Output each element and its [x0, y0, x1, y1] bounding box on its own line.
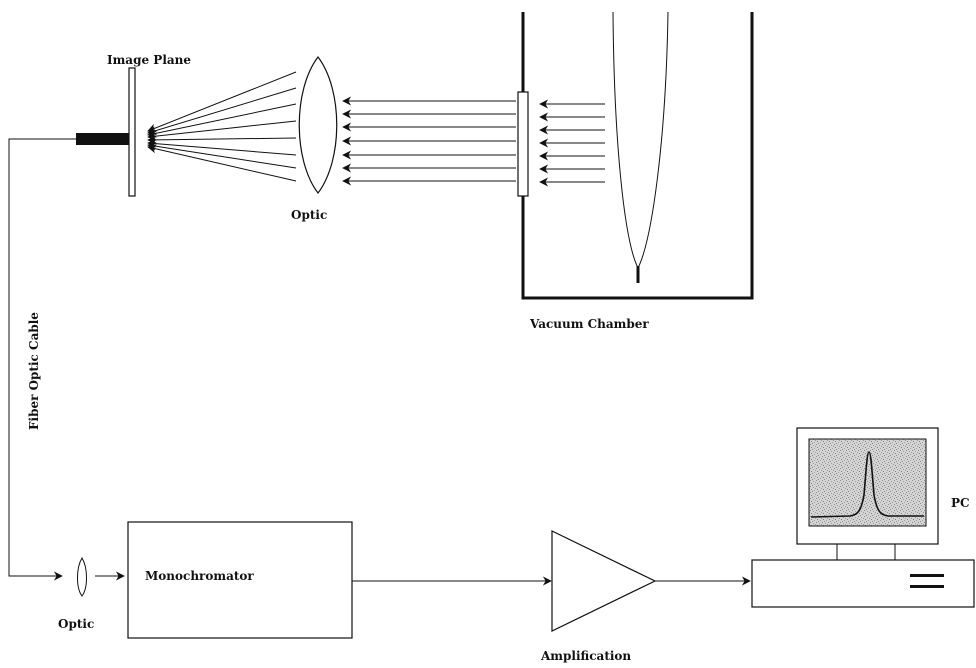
monochromator-box [127, 521, 353, 639]
ray [147, 144, 297, 182]
ray [147, 87, 297, 135]
optic-lens-bottom: Optic [58, 557, 125, 631]
ray [147, 103, 297, 138]
drive-slot-1 [910, 574, 944, 577]
optic-top-label: Optic [291, 208, 327, 222]
amplifier: Amplification [540, 530, 751, 663]
ray [147, 120, 297, 141]
image-plane-label: Image Plane [107, 53, 191, 67]
image-plane-slab [128, 67, 136, 197]
ray [147, 141, 297, 169]
pc-screen [808, 438, 927, 527]
ray [147, 71, 297, 133]
vacuum-chamber-label: Vacuum Chamber [529, 317, 649, 331]
chamber-rays [539, 99, 605, 187]
ray [147, 139, 297, 156]
image-plane: Image Plane [76, 53, 191, 197]
pc-base-unit [751, 559, 975, 608]
emitter-tip [612, 11, 669, 270]
optic-lens-top: Optic [291, 56, 338, 222]
fiber-coupler [76, 133, 129, 145]
ray [147, 135, 297, 145]
lens-shape [298, 56, 338, 194]
chamber-walls [521, 12, 754, 300]
drive-slot-2 [910, 585, 944, 588]
amplifier-triangle [551, 530, 657, 632]
spectrum-peak [810, 451, 924, 518]
converging-rays [147, 71, 297, 182]
pc-label: PC [951, 496, 970, 510]
lens-shape [77, 557, 87, 597]
optic-bottom-label: Optic [58, 617, 94, 631]
amplification-label: Amplification [540, 649, 631, 663]
fiber-optic-cable: Fiber Optic Cable [8, 138, 76, 581]
fiber-optic-cable-label: Fiber Optic Cable [27, 312, 41, 430]
chamber-window [517, 91, 529, 197]
pc: PC [751, 427, 975, 608]
monochromator-label: Monochromator [145, 569, 254, 583]
window-to-optic-rays [342, 96, 516, 186]
monochromator: Monochromator [127, 521, 552, 639]
vacuum-chamber: Vacuum Chamber [517, 11, 754, 331]
fiber-cable-line [8, 138, 76, 581]
